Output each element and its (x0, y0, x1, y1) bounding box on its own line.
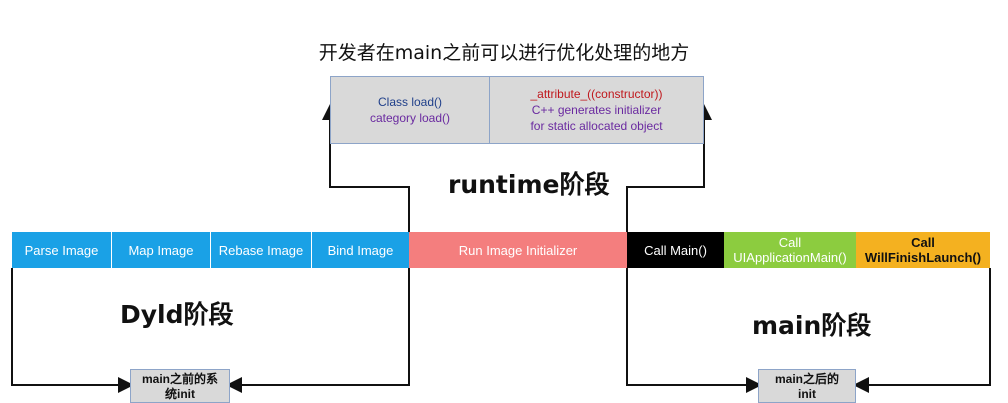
map-image-step: Map Image (112, 232, 211, 268)
before-main-line1: main之前的系 (141, 372, 218, 386)
before-main-init-note: main之前的系 统init (130, 369, 230, 403)
after-main-line1: main之后的 (774, 372, 839, 386)
attribute-constructor-text: _attribute_((constructor)) (530, 87, 663, 101)
class-load-text: Class load() (377, 95, 443, 109)
parse-image-step: Parse Image (12, 232, 112, 268)
call-willfinish-line2: WillFinishLaunch() (864, 250, 982, 265)
call-uiapp-line2: UIApplicationMain() (733, 250, 847, 265)
runtime-stage-label: runtime阶段 (448, 170, 610, 199)
runtime-right-connector (626, 104, 712, 232)
main-left-connector (626, 268, 762, 393)
main-right-connector (853, 268, 991, 393)
bind-image-step: Bind Image (312, 232, 409, 268)
before-main-line2: 统init (165, 387, 195, 401)
dyld-stage-label: Dyld阶段 (120, 300, 234, 329)
call-willfinish-line1: Call (911, 235, 935, 250)
dyld-right-connector (226, 268, 410, 393)
cpp-initializer-text: C++ generates initializer (531, 103, 662, 117)
runtime-left-connector (322, 104, 410, 232)
call-main-step: Call Main() (627, 232, 724, 268)
rebase-image-step: Rebase Image (211, 232, 312, 268)
runtime-box-constructor: _attribute_((constructor)) C++ generates… (489, 76, 704, 144)
main-stage-label: main阶段 (752, 311, 872, 340)
call-uiapplicationmain-step: Call UIApplicationMain() (724, 232, 856, 268)
run-image-initializer-step: Run Image Initializer (409, 232, 627, 268)
dyld-left-connector (11, 268, 134, 393)
category-load-text: category load() (369, 111, 451, 125)
diagram-title: 开发者在main之前可以进行优化处理的地方 (318, 42, 690, 64)
call-willfinishlaunch-step: Call WillFinishLaunch() (856, 232, 990, 268)
after-main-init-note: main之后的 init (758, 369, 856, 403)
static-object-text: for static allocated object (530, 119, 663, 133)
call-uiapp-line1: Call (778, 235, 802, 250)
after-main-line2: init (798, 387, 816, 401)
runtime-box-load: Class load() category load() (330, 76, 490, 144)
